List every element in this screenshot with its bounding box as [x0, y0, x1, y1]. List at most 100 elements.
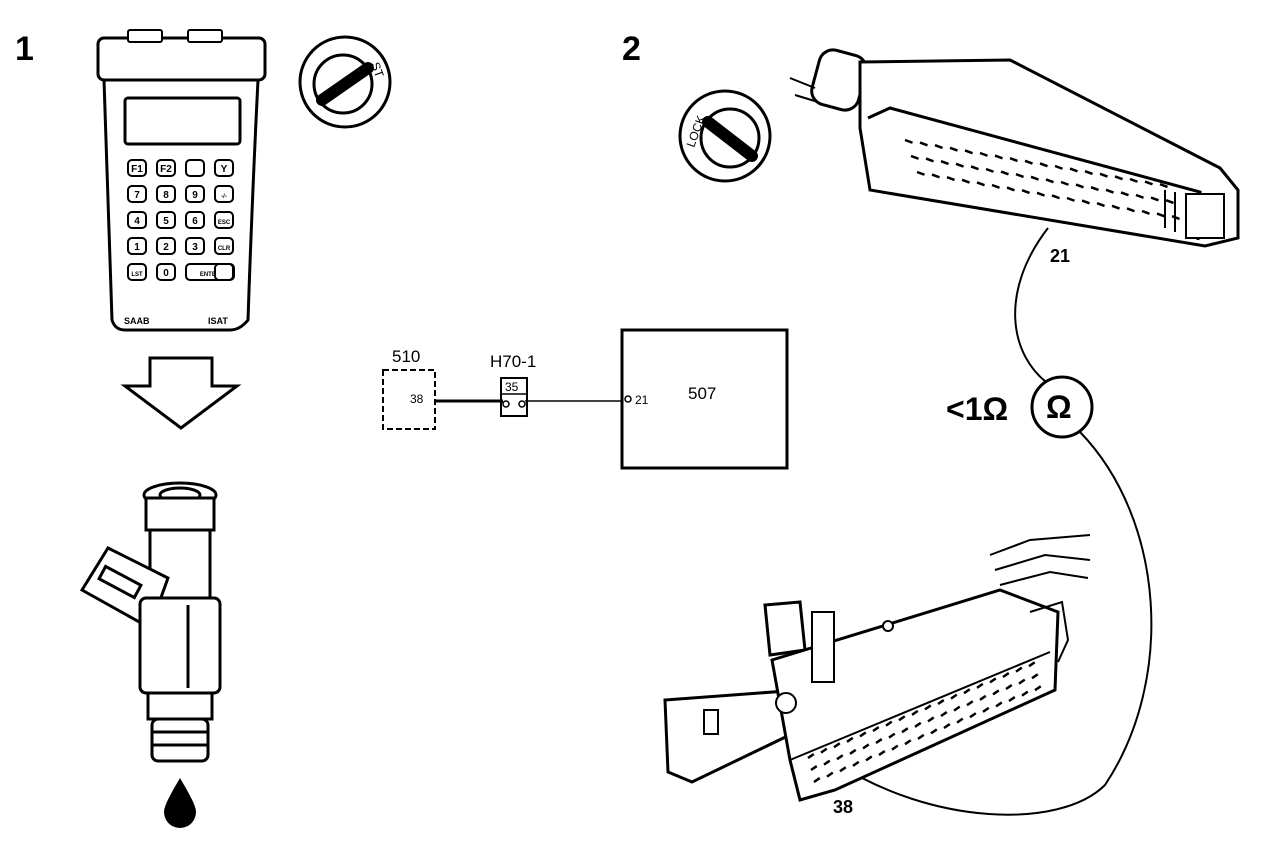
connector-pin [916, 170, 925, 176]
connector-pin [994, 154, 1003, 160]
connector-pin [949, 146, 958, 152]
ignition-label-st: ST [368, 60, 387, 80]
connector-upper-pin-label: 21 [1050, 246, 1070, 266]
connector-upper-pins [904, 138, 1180, 221]
tester-key [185, 159, 205, 177]
connector-pin [878, 750, 886, 757]
fuel-injector [79, 481, 222, 763]
connector-pin [976, 181, 985, 187]
tester-key-label: 2 [163, 242, 169, 253]
connector-pin [1090, 186, 1099, 192]
connector-pin [852, 760, 860, 767]
connector-pin [1051, 194, 1060, 200]
tester-key-label: LST [131, 272, 143, 278]
connector-pin [1081, 199, 1090, 205]
connector-pin [976, 682, 984, 689]
connector-pin [865, 755, 873, 762]
component-507-box [620, 328, 789, 470]
tester-key [185, 237, 205, 255]
resistance-reading: <1Ω [946, 391, 1008, 427]
ohmmeter-icon [1030, 375, 1094, 439]
connector-pin [1144, 180, 1153, 186]
connector-pin [1030, 175, 1039, 181]
connector-h70-1-label: H70-1 [490, 352, 536, 371]
tester-key [127, 211, 147, 229]
tester-key [214, 211, 234, 229]
connector-pin [898, 715, 906, 722]
tester-key-label: F2 [160, 164, 172, 175]
connector-pin [1156, 212, 1165, 218]
connector-pin [901, 727, 909, 734]
connector-lower [663, 534, 1091, 802]
connector-pin [943, 723, 951, 730]
connector-pin [930, 728, 938, 735]
connector-pin [813, 777, 821, 784]
tester-key [214, 263, 234, 281]
component-510-label: 510 [392, 347, 420, 366]
connector-pin [1066, 196, 1075, 202]
tester-key [156, 185, 176, 203]
connector-pin [961, 178, 970, 184]
connector-pin [925, 157, 934, 163]
connector-pin [963, 688, 971, 695]
tester-key [214, 237, 234, 255]
connector-pin [953, 705, 961, 712]
connector-pin [859, 731, 867, 738]
connector-pin [985, 167, 994, 173]
connector-pin [917, 733, 925, 740]
connector-pin [846, 736, 854, 743]
connector-pin [1000, 170, 1009, 176]
connector-pin [1099, 172, 1108, 178]
connector-pin [924, 704, 932, 711]
key-slot-icon [316, 62, 374, 106]
diagnostic-tester [96, 29, 267, 332]
connector-pin [885, 720, 893, 727]
tester-key [214, 159, 234, 177]
tester-key [127, 237, 147, 255]
connector-pin [911, 709, 919, 716]
connector-pin [946, 176, 955, 182]
tester-key-label: 5 [163, 216, 169, 227]
tester-brand-label: SAAB [124, 316, 150, 326]
connector-pin [979, 151, 988, 157]
connector-pin [836, 754, 844, 761]
connector-upper [789, 48, 1240, 248]
connector-pin [982, 706, 990, 713]
connector-pin [1171, 215, 1180, 221]
component-510-box [382, 369, 436, 430]
connector-pin [919, 141, 928, 147]
connector-pin [904, 138, 913, 144]
connector-pin [1005, 684, 1013, 691]
tester-key [156, 211, 176, 229]
connector-pin [833, 742, 841, 749]
connector-pin [934, 144, 943, 150]
connector-pin [1018, 678, 1026, 685]
connector-pin [910, 154, 919, 160]
key-slot-icon [702, 116, 758, 162]
tester-display [123, 96, 242, 146]
connector-pin [1159, 183, 1168, 189]
step-number-1: 1 [15, 30, 34, 68]
connector-pin [969, 712, 977, 719]
connector-pin [826, 771, 834, 778]
tester-key-label: 8 [163, 190, 169, 201]
connector-pin [940, 711, 948, 718]
connector-pin [875, 738, 883, 745]
ignition-switch-lock: LOCK [678, 89, 772, 183]
connector-pin [1060, 180, 1069, 186]
connector-pin [1008, 696, 1016, 703]
connector-pin [904, 739, 912, 746]
connector-pin [1084, 170, 1093, 176]
connector-pin [991, 183, 1000, 189]
connector-pin [810, 765, 818, 772]
connector-pin [1015, 666, 1023, 673]
tester-key-label: 6 [192, 216, 198, 227]
fuel-drop-icon [164, 778, 196, 828]
connector-pin [823, 759, 831, 766]
connector-pin [1034, 685, 1042, 692]
connector-pin [839, 766, 847, 773]
tester-key [214, 185, 234, 203]
connector-pin [914, 721, 922, 728]
tester-key [156, 263, 176, 281]
